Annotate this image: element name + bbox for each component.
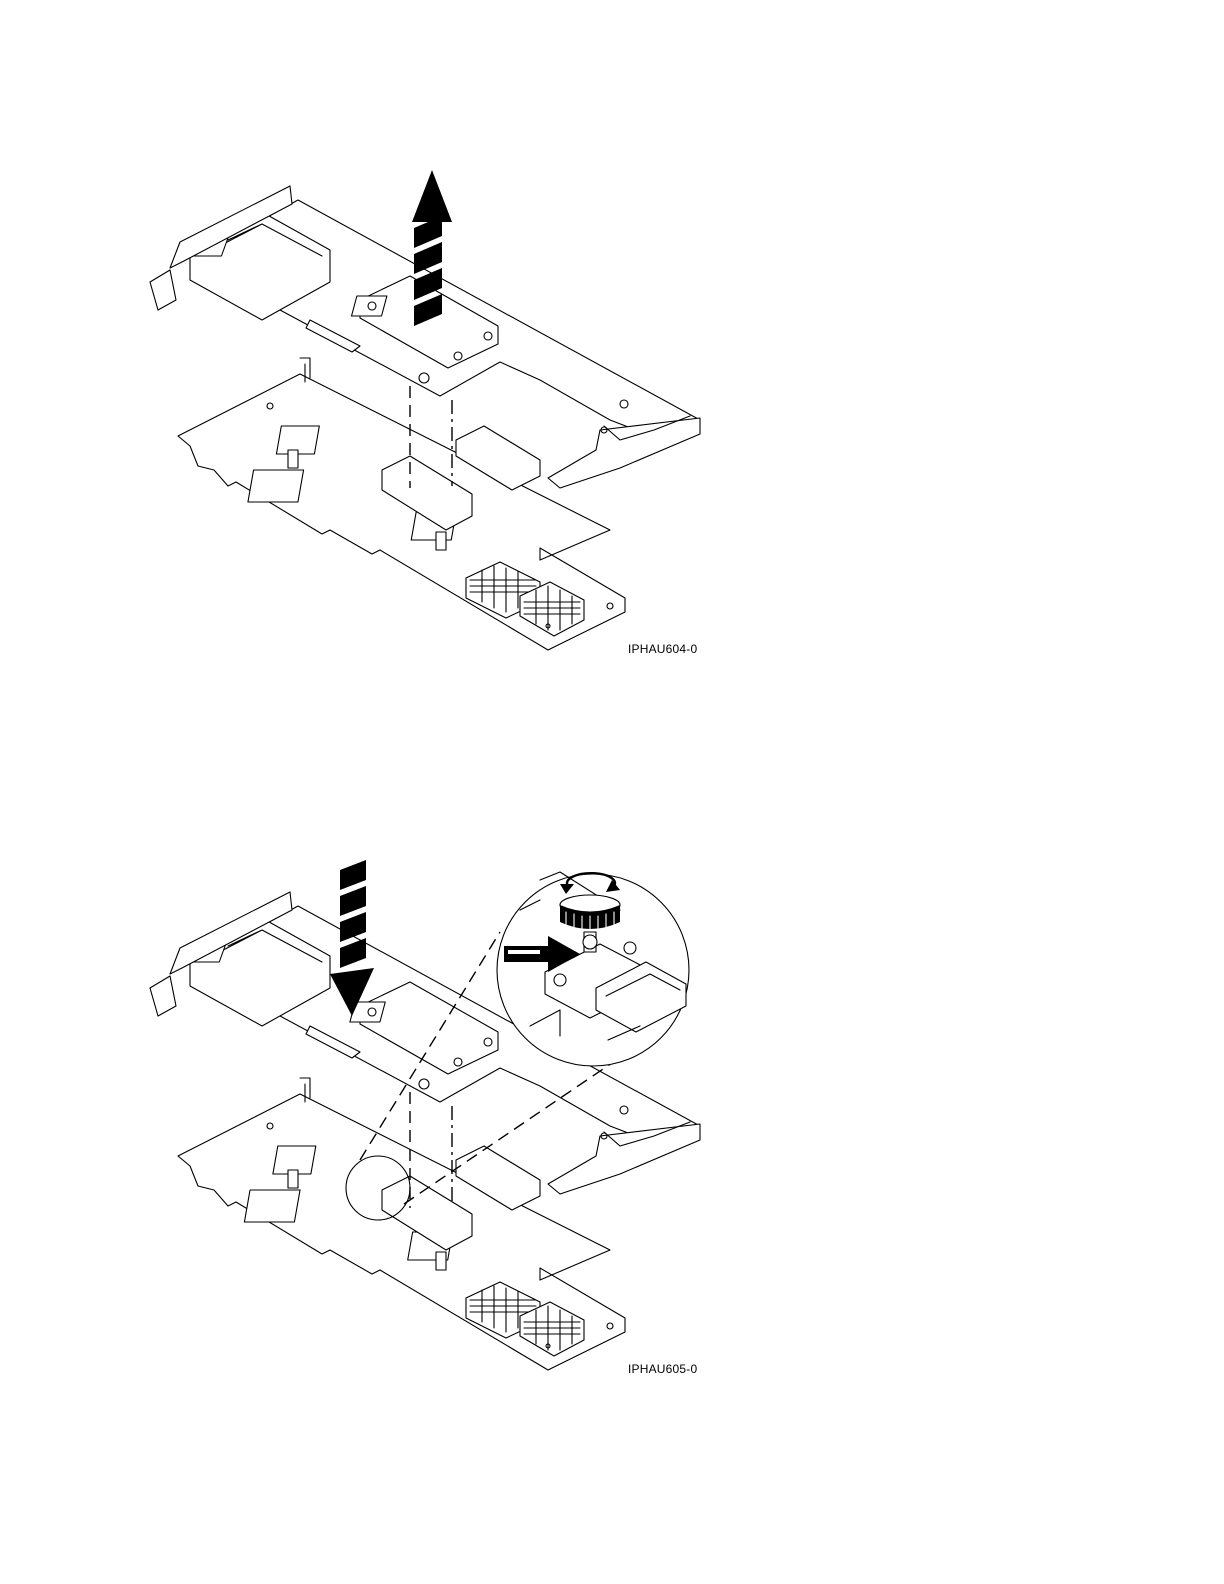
base-card: [178, 358, 625, 650]
figure-caption: IPHAU605-0: [628, 1362, 697, 1376]
card-removal-illustration: [0, 150, 1224, 670]
base-card: [178, 1078, 625, 1370]
magnified-detail: [497, 872, 689, 1066]
figure-caption: IPHAU604-0: [628, 642, 697, 656]
figure-iphau605: IPHAU605-0: [0, 850, 1224, 1390]
figure-iphau604: IPHAU604-0: [0, 150, 1224, 670]
card-install-illustration: [0, 850, 1224, 1390]
